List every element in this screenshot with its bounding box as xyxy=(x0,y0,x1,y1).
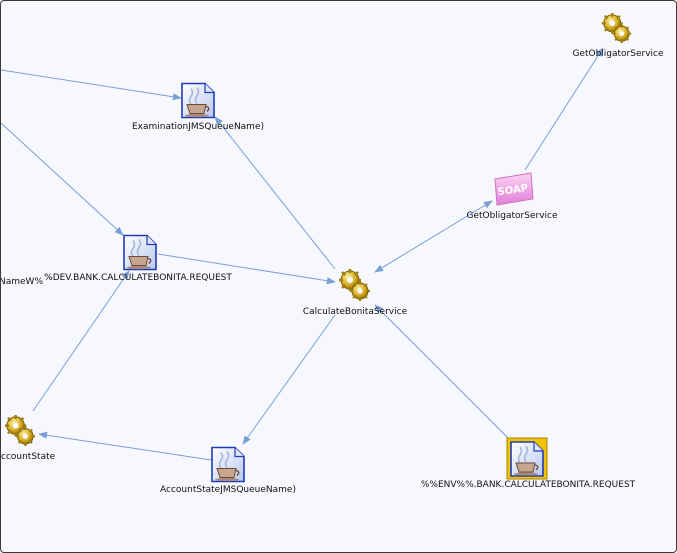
node-get-obligator-top[interactable]: GetObligatorService xyxy=(572,12,664,59)
node-get-obligator-soap[interactable]: SOAP GetObligatorService xyxy=(466,172,558,221)
service-gear-icon xyxy=(601,12,633,44)
edges xyxy=(1,47,604,461)
edge-env-request-to-calculate xyxy=(374,304,510,440)
edge-dev-request-to-calculate xyxy=(157,253,336,285)
node-env-bank-request[interactable]: %%ENV%%.BANK.CALCULATEBONITA.REQUEST xyxy=(421,437,636,490)
node-label: ccountState xyxy=(1,452,56,462)
service-gear-icon xyxy=(4,414,37,447)
soap-service-icon: SOAP xyxy=(494,172,534,206)
node-label: NameW% xyxy=(1,277,43,287)
edge-soap-to-top-service xyxy=(524,47,604,171)
node-label: GetObligatorService xyxy=(466,211,558,221)
java-document-icon xyxy=(123,234,157,271)
edge-offscreen-to-dev-request xyxy=(1,122,124,236)
edge-accountstate-to-dev-request xyxy=(32,270,130,412)
node-account-state-queue[interactable]: AccountStateJMSQueueName) xyxy=(160,446,296,496)
node-left-name-partial[interactable]: NameW% xyxy=(1,277,43,287)
node-examination-queue[interactable]: ExaminationJMSQueueName) xyxy=(132,82,264,133)
edge-calculate-to-accountstate-queue xyxy=(242,314,336,445)
node-label: AccountStateJMSQueueName) xyxy=(160,485,296,495)
node-label: GetObligatorService xyxy=(572,49,664,59)
edge-queue-to-accountstate xyxy=(38,431,212,461)
node-dev-bank-request[interactable]: %DEV.BANK.CALCULATEBONITA.REQUEST xyxy=(44,234,232,284)
svg-text:SOAP: SOAP xyxy=(497,183,529,198)
service-gear-icon xyxy=(338,268,372,302)
edge-calculate-soap-bidirectional xyxy=(374,200,493,273)
node-calculate-bonita[interactable]: CalculateBonitaService xyxy=(303,268,408,317)
node-label: %DEV.BANK.CALCULATEBONITA.REQUEST xyxy=(44,273,232,283)
java-document-icon xyxy=(211,446,245,483)
node-label: CalculateBonitaService xyxy=(303,307,408,317)
java-document-icon xyxy=(510,441,544,477)
node-label: %%ENV%%.BANK.CALCULATEBONITA.REQUEST xyxy=(421,480,636,490)
node-label: ExaminationJMSQueueName) xyxy=(132,122,264,132)
edge-calculate-to-examination xyxy=(214,116,336,270)
node-account-state[interactable]: ccountState xyxy=(1,414,56,462)
edge-offscreen-to-examination xyxy=(1,69,182,101)
java-document-icon xyxy=(181,82,215,119)
